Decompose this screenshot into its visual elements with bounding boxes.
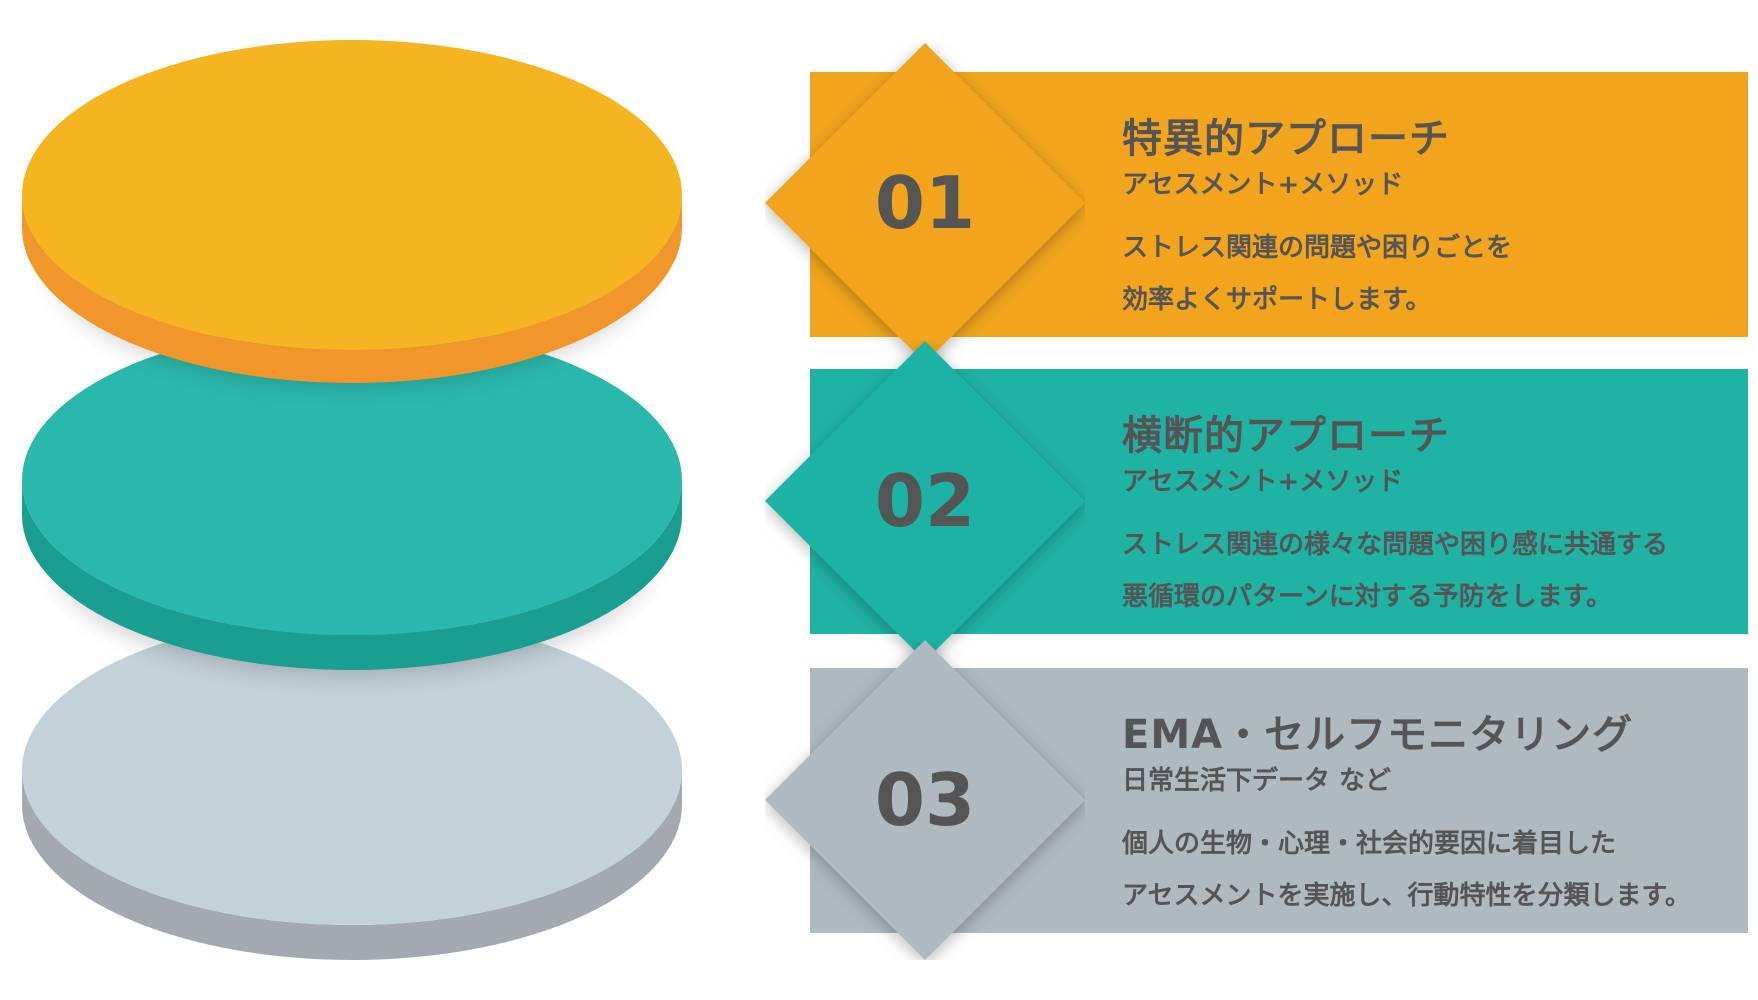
step-01-diamond: 01 [765, 43, 1085, 363]
step-03-text: EMA・セルフモニタリング 日常生活下データ など 個人の生物・心理・社会的要因… [1122, 668, 1728, 933]
step-02-description-line-1: ストレス関連の様々な問題や困り感に共通する [1122, 530, 1669, 560]
step-03-diamond: 03 [765, 640, 1085, 960]
step-02-diamond: 02 [765, 341, 1085, 661]
step-03-description: 個人の生物・心理・社会的要因に着目した アセスメントを実施し、行動特性を分類しま… [1122, 818, 1691, 922]
step-02-subtitle: アセスメント+メソッド [1122, 467, 1404, 497]
step-01-number: 01 [874, 161, 976, 245]
step-03-title: EMA・セルフモニタリング [1122, 712, 1634, 758]
layered-discs [22, 40, 682, 960]
step-02-text: 横断的アプローチ アセスメント+メソッド ストレス関連の様々な問題や困り感に共通… [1122, 369, 1728, 634]
disc-01 [22, 40, 682, 383]
disc-02 [22, 325, 682, 670]
step-03-description-line-2: アセスメントを実施し、行動特性を分類します。 [1122, 881, 1691, 911]
step-03-description-line-1: 個人の生物・心理・社会的要因に着目した [1122, 829, 1617, 859]
step-01-text: 特異的アプローチ アセスメント+メソッド ストレス関連の問題や困りごとを 効率よ… [1122, 72, 1728, 337]
step-02-description-line-2: 悪循環のパターンに対する予防をします。 [1122, 582, 1613, 612]
step-02-description: ストレス関連の様々な問題や困り感に共通する 悪循環のパターンに対する予防をします… [1122, 519, 1668, 623]
step-02-number: 02 [874, 459, 976, 543]
disc-03 [22, 615, 682, 960]
step-03-subtitle: 日常生活下データ など [1122, 766, 1392, 796]
step-01-description-line-2: 効率よくサポートします。 [1122, 285, 1432, 315]
step-01-description: ストレス関連の問題や困りごとを 効率よくサポートします。 [1122, 222, 1512, 326]
step-01-description-line-1: ストレス関連の問題や困りごとを [1122, 233, 1513, 263]
step-03-number: 03 [874, 758, 976, 842]
step-02-title: 横断的アプローチ [1122, 413, 1450, 459]
step-01-title: 特異的アプローチ [1122, 116, 1450, 162]
step-01-subtitle: アセスメント+メソッド [1122, 170, 1404, 200]
